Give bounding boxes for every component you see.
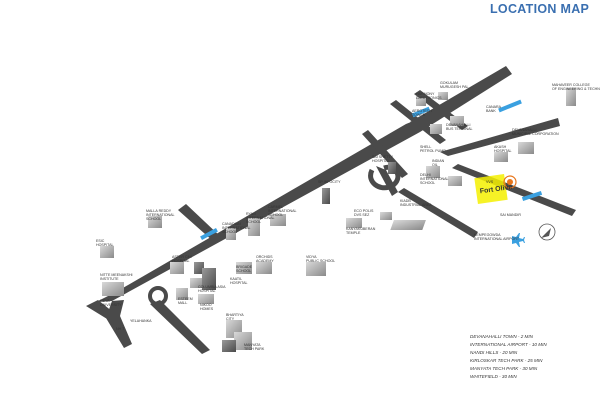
legend-item: KIRLOSKAR TECH PARK - 25 MIN [470, 358, 543, 364]
label-sai-mandir: SAI MANDIR [500, 213, 521, 217]
legend-item: WHITEFIELD - 30 MIN [470, 374, 517, 380]
travel-time-legend: DEVANAHALLI TOWN - 2 MIN INTERNATIONAL A… [470, 333, 596, 382]
junction [148, 286, 168, 306]
project-name-line2: Fort Olive [479, 184, 512, 195]
main-highway [96, 66, 512, 302]
legend-item: INTERNATIONAL AIRPORT - 10 MIN [470, 342, 547, 348]
label-nh: NH 7 [116, 327, 124, 331]
project-name-line1: VVS [486, 180, 494, 184]
label-yelahanka: YELAHANKA [130, 319, 152, 323]
landmark-buildings [100, 88, 576, 352]
project-marker: VVS Fort Olive [474, 174, 517, 204]
road-markers [200, 99, 543, 240]
label-sp-infocity: SP INFOCITY [318, 180, 341, 184]
legend-item: NANDI HILLS - 20 MIN [470, 350, 518, 356]
legend-item: MANYATA TECH PARK - 30 MIN [470, 366, 538, 372]
legend-item: DEVANAHALLI TOWN - 2 MIN [470, 334, 533, 339]
airplane-icon [512, 233, 525, 247]
compass-icon [538, 223, 556, 241]
page-title: LOCATION MAP [490, 2, 590, 16]
